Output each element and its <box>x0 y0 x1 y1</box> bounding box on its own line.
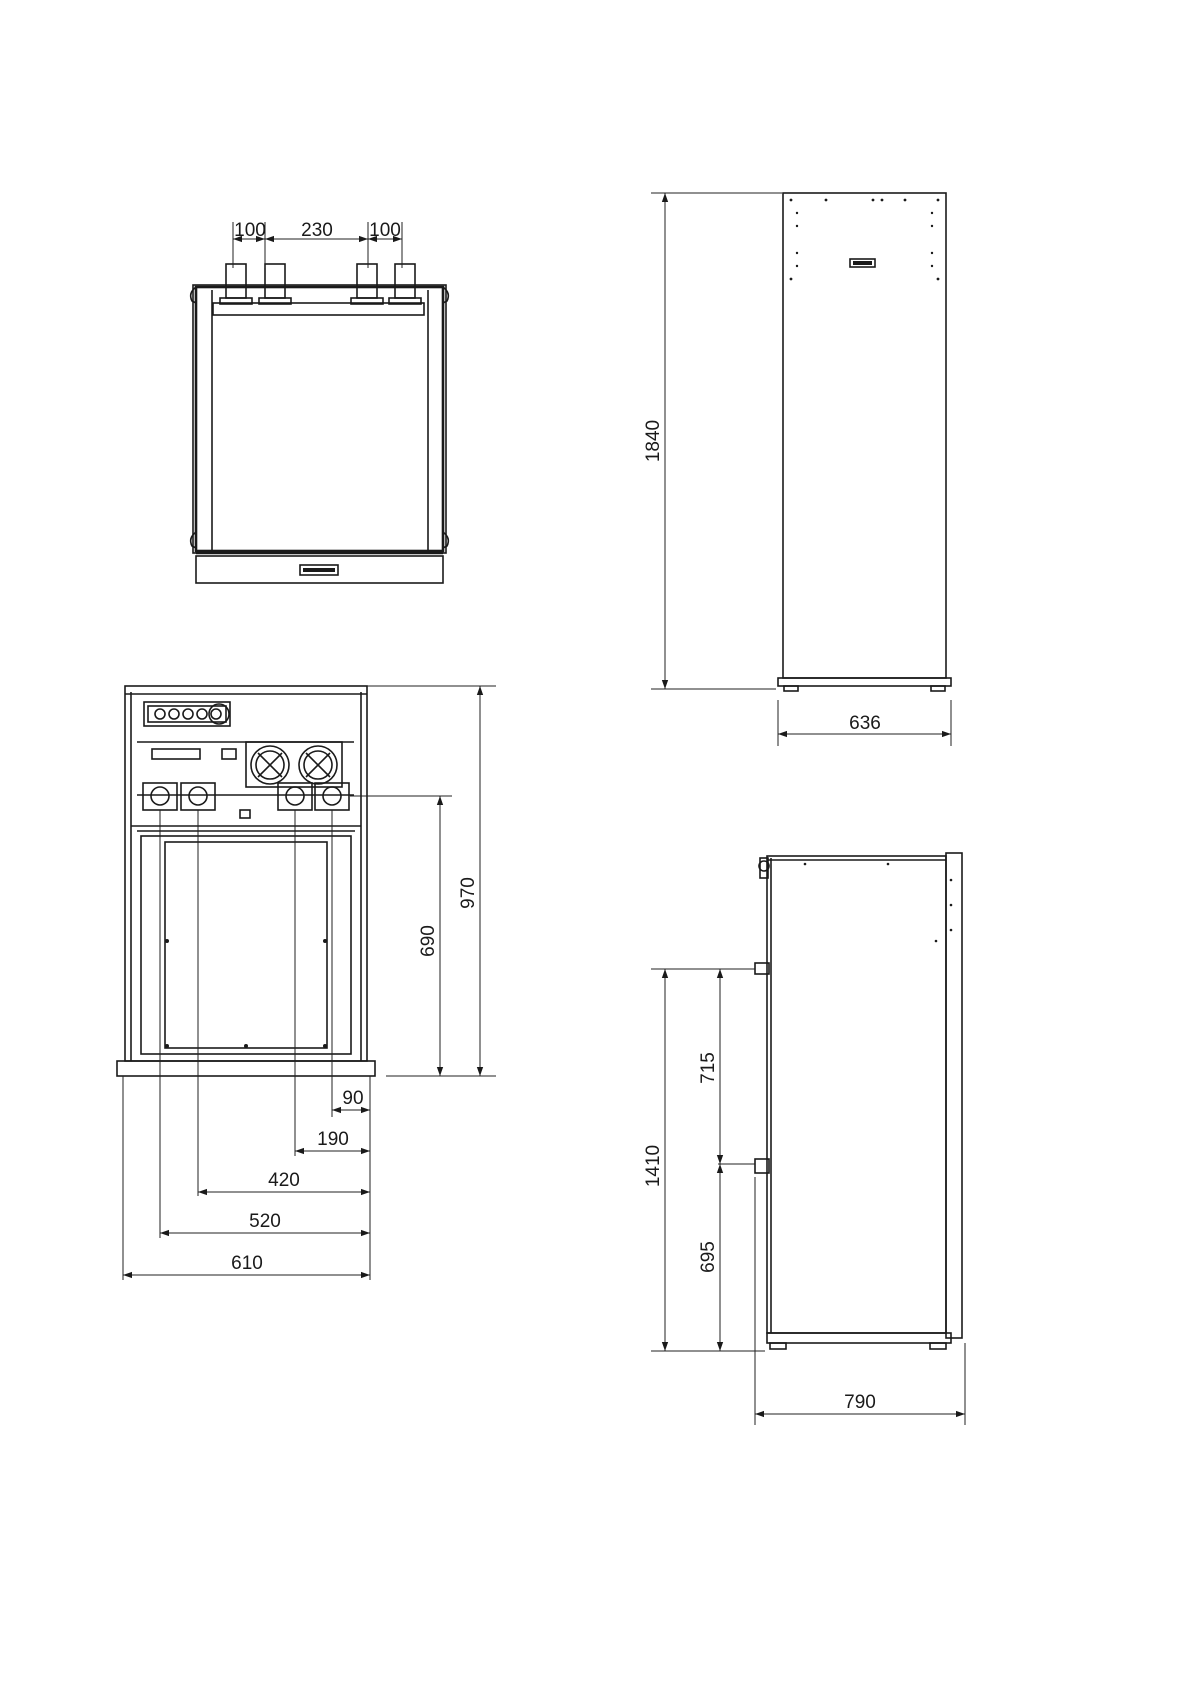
dim-label-top-right: 100 <box>369 220 401 241</box>
front-view-housing <box>778 193 951 691</box>
dim-label-1410: 1410 <box>643 1145 664 1187</box>
front-view: 1840 636 <box>643 193 951 746</box>
top-view-housing <box>191 285 449 583</box>
dim-label-420: 420 <box>268 1170 300 1191</box>
side-view-housing <box>755 853 962 1349</box>
side-view-dimensions: 1410 715 695 790 <box>643 969 965 1425</box>
dim-label-top-left: 100 <box>234 220 266 241</box>
dim-label-width-636: 636 <box>849 713 881 734</box>
dim-label-height-970: 970 <box>458 877 479 909</box>
dim-label-790: 790 <box>844 1392 876 1413</box>
top-view-dimensions: 100 230 100 <box>233 220 402 268</box>
top-view: 100 230 100 <box>191 220 449 583</box>
dim-label-715: 715 <box>698 1052 719 1084</box>
dim-label-height-1840: 1840 <box>643 420 664 462</box>
internal-view-housing <box>117 686 375 1076</box>
side-view: 1410 715 695 790 <box>643 853 965 1425</box>
top-view-pipe-connections <box>213 264 424 315</box>
dim-label-520: 520 <box>249 1211 281 1232</box>
dim-label-695: 695 <box>698 1241 719 1273</box>
dim-label-190: 190 <box>317 1129 349 1150</box>
dim-label-height-690: 690 <box>418 925 439 957</box>
dim-label-top-middle: 230 <box>301 220 333 241</box>
dim-label-610: 610 <box>231 1253 263 1274</box>
dim-label-90: 90 <box>342 1088 363 1109</box>
front-view-dimensions: 1840 636 <box>643 193 951 746</box>
internal-view: 970 690 90 190 420 520 610 <box>117 686 496 1280</box>
